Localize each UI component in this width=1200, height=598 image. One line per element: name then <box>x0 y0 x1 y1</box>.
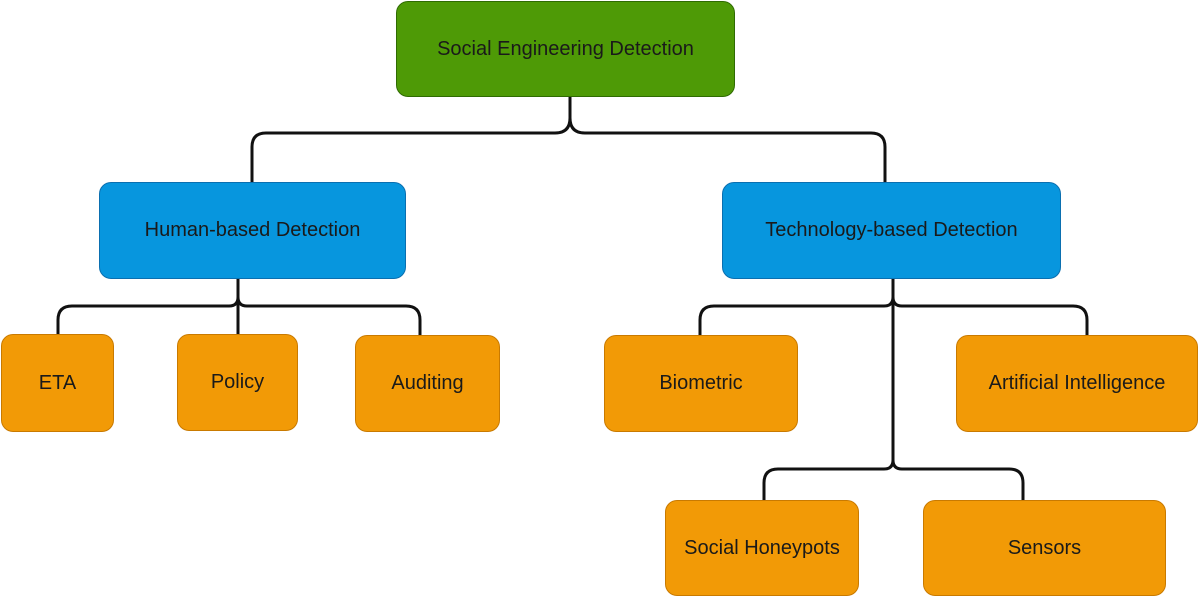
social-honeypots-label: Social Honeypots <box>684 536 840 559</box>
human-based-detection-label: Human-based Detection <box>144 219 361 241</box>
eta-node: ETA <box>1 334 114 432</box>
connector-root <box>250 95 887 184</box>
auditing-label: Auditing <box>391 372 464 394</box>
artificial-intelligence-label: Artificial Intelligence <box>988 372 1166 394</box>
connector-technology <box>698 277 1089 502</box>
biometric-label: Biometric <box>659 372 743 394</box>
biometric-node: Biometric <box>604 335 798 432</box>
human-based-detection-node: Human-based Detection <box>99 182 406 279</box>
policy-node: Policy <box>177 334 298 431</box>
sensors-node: Sensors <box>923 500 1166 596</box>
root-node-label: Social Engineering Detection <box>437 37 694 60</box>
policy-label: Policy <box>210 371 265 393</box>
technology-based-detection-label: Technology-based Detection <box>765 219 1018 241</box>
sensors-label: Sensors <box>1007 536 1082 559</box>
artificial-intelligence-node: Artificial Intelligence <box>956 335 1198 432</box>
technology-based-detection-node: Technology-based Detection <box>722 182 1061 279</box>
auditing-node: Auditing <box>355 335 500 432</box>
root-node: Social Engineering Detection <box>396 1 735 97</box>
social-honeypots-node: Social Honeypots <box>665 500 859 596</box>
connector-human <box>56 277 422 337</box>
eta-label: ETA <box>38 371 77 394</box>
